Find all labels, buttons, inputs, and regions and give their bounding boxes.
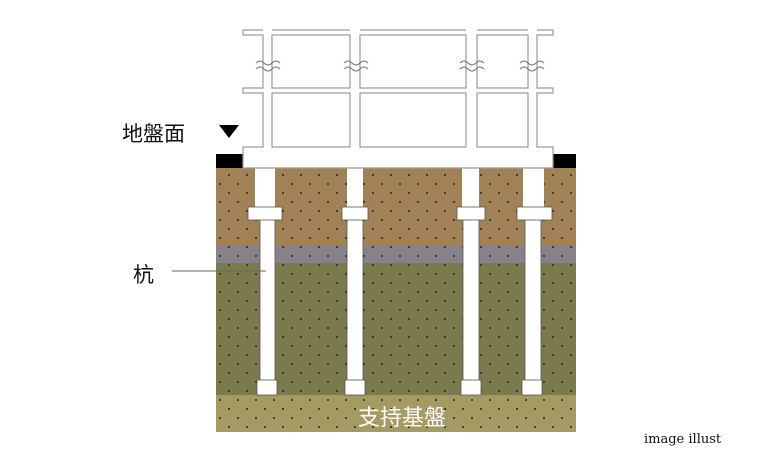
pile-4 <box>516 168 553 396</box>
pile-1 <box>247 168 283 396</box>
pile-2 <box>341 168 369 396</box>
caption: image illust <box>644 432 722 447</box>
ground-level-triangle-icon <box>219 125 239 138</box>
pile-3 <box>456 168 486 396</box>
piles <box>247 168 553 396</box>
break-marks <box>255 60 545 72</box>
pile-label: 杭 <box>133 263 154 287</box>
bearing-stratum-label: 支持基盤 <box>358 406 447 431</box>
ground-edge-right <box>553 154 576 168</box>
building-frame <box>242 29 554 169</box>
ground-edge-left <box>216 154 243 168</box>
ground-surface-label: 地盤面 <box>122 122 185 146</box>
